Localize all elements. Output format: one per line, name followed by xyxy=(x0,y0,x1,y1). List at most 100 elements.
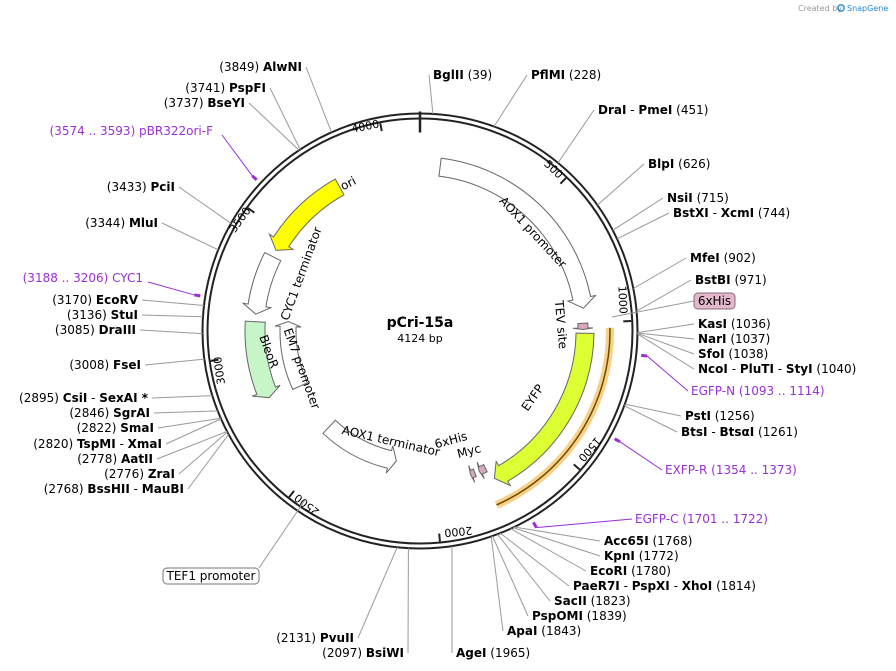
site-csii-sexai-part: CsiI xyxy=(63,391,88,405)
site-bstbi[interactable]: BstBI (971) xyxy=(695,273,767,287)
site-kasi[interactable]: KasI (1036) xyxy=(698,317,771,331)
site-bglii[interactable]: BglII (39) xyxy=(433,68,492,82)
site-kpni[interactable]: KpnI (1772) xyxy=(604,549,679,563)
site-draiii[interactable]: (3085) DraIII xyxy=(55,323,136,337)
feature-tev-site[interactable] xyxy=(572,322,594,331)
site-paer7i-pspxi-xhoi-part: PspXI xyxy=(632,579,670,593)
leader-bstxi-xcmi xyxy=(616,212,670,240)
site-ecorv[interactable]: (3170) EcoRV xyxy=(52,293,139,307)
site-fsei[interactable]: (3008) FseI xyxy=(69,358,141,372)
site-bstxi-xcmi[interactable]: BstXI - XcmI (744) xyxy=(673,206,790,220)
site-fsei-part: (3008) xyxy=(69,358,113,372)
site-bseyi[interactable]: (3737) BseYI xyxy=(164,96,245,110)
site-paer7i-pspxi-xhoi-part: - xyxy=(670,579,682,593)
primer-cyc1-mark xyxy=(194,293,201,298)
leader-lines xyxy=(139,66,695,654)
site-paer7i-pspxi-xhoi-part: (1814) xyxy=(712,579,756,593)
site-mfei-part: (902) xyxy=(720,251,756,265)
site-mlui[interactable]: (3344) MluI xyxy=(85,216,158,230)
site-pflmi-part: (228) xyxy=(565,68,601,82)
site-bsiwi-part: (2097) xyxy=(322,646,366,660)
site-apai[interactable]: ApaI (1843) xyxy=(507,624,581,638)
site-ncoi-pluti-styi[interactable]: NcoI - PluTI - StyI (1040) xyxy=(698,362,856,376)
site-ecori-part: (1780) xyxy=(627,564,671,578)
site-acc65i-part: (1768) xyxy=(649,534,693,548)
site-aatii[interactable]: (2778) AatII xyxy=(77,452,153,466)
site-mlui-part: MluI xyxy=(129,216,158,230)
six-his-boxed-label[interactable]: 6xHis xyxy=(693,292,736,310)
site-btsi-btsgi[interactable]: BtsI - BtsαI (1261) xyxy=(681,425,798,439)
primer-egfp-n-leader xyxy=(646,355,689,392)
primer-exfp-r[interactable]: EXFP-R (1354 .. 1373) xyxy=(665,463,797,477)
tick-4000 xyxy=(379,123,383,132)
site-pspfi[interactable]: (3741) PspFI xyxy=(185,81,266,95)
site-nari[interactable]: NarI (1037) xyxy=(698,332,770,346)
tick-label-500: 500 xyxy=(541,158,565,182)
feature-6xhis[interactable] xyxy=(468,465,477,483)
site-zrai[interactable]: (2776) ZraI xyxy=(104,467,175,481)
leader-apai xyxy=(490,536,504,632)
site-btsi-btsgi-part: BtsαI xyxy=(719,425,754,439)
tef1-promoter-boxed-label[interactable]: TEF1 promoter xyxy=(162,567,260,585)
site-pspomi[interactable]: PspOMI (1839) xyxy=(532,609,627,623)
site-paer7i-pspxi-xhoi[interactable]: PaeR7I - PspXI - XhoI (1814) xyxy=(573,579,756,593)
site-nsii[interactable]: NsiI (715) xyxy=(667,191,729,205)
feature-eyfp[interactable] xyxy=(493,332,595,487)
primer-egfp-n[interactable]: EGFP-N (1093 .. 1114) xyxy=(691,384,825,398)
site-smai[interactable]: (2822) SmaI xyxy=(77,421,154,435)
feature-myc[interactable] xyxy=(476,461,488,479)
site-ecori[interactable]: EcoRI (1780) xyxy=(590,564,671,578)
leader-fsei xyxy=(144,358,205,366)
site-pvuii[interactable]: (2131) PvuII xyxy=(276,631,354,645)
site-pflmi-part: PflMI xyxy=(531,68,565,82)
site-pflmi[interactable]: PflMI (228) xyxy=(531,68,601,82)
site-mfei[interactable]: MfeI (902) xyxy=(690,251,756,265)
site-tspmi-xmai-part: (2820) xyxy=(33,437,77,451)
leader-kpni xyxy=(512,527,601,557)
site-blpi[interactable]: BlpI (626) xyxy=(648,157,710,171)
feature-bleor[interactable] xyxy=(244,320,281,399)
leader-acc65i xyxy=(514,526,601,542)
site-psti[interactable]: PstI (1256) xyxy=(685,409,755,423)
site-kasi-part: KasI xyxy=(698,317,727,331)
site-pcii[interactable]: (3433) PciI xyxy=(107,180,175,194)
site-stui-part: (3136) xyxy=(67,308,111,322)
feature-ori[interactable] xyxy=(268,178,345,251)
primer-pbr322ori-f[interactable]: (3574 .. 3593) pBR322ori-F xyxy=(50,124,214,138)
site-sfoi-part: (1038) xyxy=(725,347,769,361)
site-drai-pmei[interactable]: DraI - PmeI (451) xyxy=(598,103,708,117)
site-bsshii-maubi-part: (2768) xyxy=(44,482,88,496)
feature-aox1-promoter[interactable] xyxy=(438,157,597,309)
site-sgrai-part: (2846) xyxy=(69,406,113,420)
site-aatii-part: (2778) xyxy=(77,452,121,466)
site-bsshii-maubi[interactable]: (2768) BssHII - MauBI xyxy=(44,482,184,496)
leader-bsshii-maubi xyxy=(187,434,230,490)
feature-aox1-terminator[interactable] xyxy=(322,419,397,474)
site-kasi-part: (1036) xyxy=(727,317,771,331)
site-sacii[interactable]: SacII (1823) xyxy=(554,594,631,608)
site-tspmi-xmai[interactable]: (2820) TspMI - XmaI xyxy=(33,437,162,451)
primer-egfp-c[interactable]: EGFP-C (1701 .. 1722) xyxy=(635,512,768,526)
site-sgrai[interactable]: (2846) SgrAI xyxy=(69,406,150,420)
leader-btsi-btsgi xyxy=(624,405,678,433)
site-agei[interactable]: AgeI (1965) xyxy=(456,646,530,660)
site-alwni[interactable]: (3849) AlwNI xyxy=(219,60,302,74)
site-acc65i[interactable]: Acc65I (1768) xyxy=(604,534,692,548)
site-bsshii-maubi-part: MauBI xyxy=(142,482,184,496)
leader-mlui xyxy=(161,222,219,251)
site-drai-pmei-part: (451) xyxy=(672,103,708,117)
feature-cyc1-terminator[interactable] xyxy=(241,251,282,315)
site-mfei-part: MfeI xyxy=(690,251,720,265)
site-sfoi[interactable]: SfoI (1038) xyxy=(698,347,768,361)
site-bsiwi[interactable]: (2097) BsiWI xyxy=(322,646,404,660)
credit-app: SnapGene xyxy=(847,4,888,13)
site-zrai-part: (2776) xyxy=(104,467,148,481)
site-apai-part: (1843) xyxy=(537,624,581,638)
site-csii-sexai[interactable]: (2895) CsiI - SexAI * xyxy=(19,391,149,405)
site-stui[interactable]: (3136) StuI xyxy=(67,308,138,322)
primer-cyc1[interactable]: (3188 .. 3206) CYC1 xyxy=(23,271,143,285)
site-paer7i-pspxi-xhoi-part: XhoI xyxy=(682,579,713,593)
eyfp-translation-line xyxy=(496,327,611,506)
feature-em7-promoter[interactable] xyxy=(274,321,309,391)
